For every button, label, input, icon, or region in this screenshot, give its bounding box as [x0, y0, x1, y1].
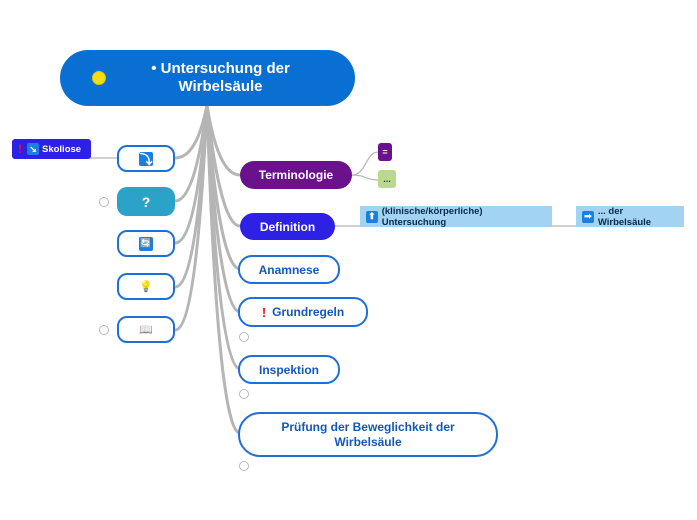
definition-untersuchung[interactable]: ⬆ (klinische/körperliche) Untersuchung — [360, 205, 552, 228]
left-node-question[interactable]: ? — [117, 187, 175, 216]
terminologie-label: Terminologie — [258, 168, 334, 182]
refresh-icon: 🔄 — [139, 236, 153, 251]
exclamation-icon: ! — [18, 142, 22, 156]
collapse-indicator[interactable] — [99, 325, 109, 335]
node-inspektion[interactable]: Inspektion — [238, 355, 340, 384]
yellow-dot-icon — [92, 71, 106, 85]
pruefung-label: Prüfung der Beweglichkeit der Wirbelsäul… — [281, 419, 455, 449]
definition-wirbelsaeule[interactable]: ➡ ... der Wirbelsäule — [576, 205, 684, 228]
collapse-indicator[interactable] — [239, 389, 249, 399]
arrow-down-right-icon: ↘ — [27, 143, 39, 155]
terminologie-equals[interactable]: = — [378, 143, 392, 161]
exclamation-icon: ! — [261, 304, 267, 320]
untersuchung-text: (klinische/körperliche) Untersuchung — [381, 205, 483, 228]
node-grundregeln[interactable]: ! Grundregeln — [238, 297, 368, 327]
left-node-arrow[interactable]: ⤵ — [117, 145, 175, 172]
terminologie-ellipsis[interactable]: ... — [378, 170, 396, 188]
arrow-return-icon: ⤵ — [139, 151, 153, 167]
book-icon: 📖 — [139, 324, 153, 336]
inspektion-label: Inspektion — [258, 362, 319, 377]
root-title: • Untersuchung der Wirbelsäule — [151, 60, 290, 95]
root-topic[interactable]: • Untersuchung der Wirbelsäule — [60, 50, 355, 106]
skoliose-label[interactable]: ! ↘ Skoliose — [12, 139, 91, 159]
wirbelsaeule-text: ... der Wirbelsäule — [597, 205, 652, 228]
collapse-indicator[interactable] — [239, 332, 249, 342]
equals-text: = — [382, 147, 388, 157]
question-icon: ? — [141, 193, 151, 210]
node-definition[interactable]: Definition — [240, 213, 335, 240]
node-pruefung[interactable]: Prüfung der Beweglichkeit der Wirbelsäul… — [238, 412, 498, 457]
skoliose-text: Skoliose — [42, 143, 82, 155]
definition-label: Definition — [259, 219, 316, 234]
anamnese-label: Anamnese — [258, 262, 320, 277]
grundregeln-label: Grundregeln — [272, 305, 345, 319]
left-node-refresh[interactable]: 🔄 — [117, 230, 175, 257]
node-anamnese[interactable]: Anamnese — [238, 255, 340, 284]
left-node-lightbulb[interactable]: 💡 — [117, 273, 175, 300]
left-node-book[interactable]: 📖 — [117, 316, 175, 343]
ellipsis-text: ... — [383, 174, 391, 184]
collapse-indicator[interactable] — [239, 461, 249, 471]
node-terminologie[interactable]: Terminologie — [240, 161, 352, 189]
lightbulb-icon: 💡 — [139, 281, 153, 293]
arrow-up-icon: ⬆ — [366, 210, 378, 223]
arrow-right-icon: ➡ — [582, 210, 594, 223]
collapse-indicator[interactable] — [99, 197, 109, 207]
